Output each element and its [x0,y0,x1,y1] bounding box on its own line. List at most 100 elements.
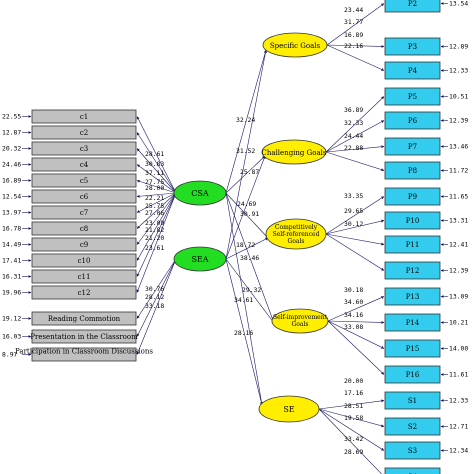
right-error-variance: 11.72 [449,167,468,175]
right-indicator-box [384,441,441,460]
left-error-variance: 17.41 [2,257,21,265]
loading-arrow [327,320,385,349]
right-loading-label: 33.35 [344,192,363,200]
left-loading-label: 30.83 [145,160,164,168]
right-indicator-box [384,137,441,156]
right-indicator-19: S412.23 [384,467,468,474]
latent-challenging-goals-ellipse [261,139,327,165]
loading-arrow [325,233,385,246]
right-indicator-box [384,261,441,280]
left-indicator-box [31,237,137,252]
right-loading-label: 28.69 [344,448,363,456]
right-loading-label: 30.18 [344,286,363,294]
right-error-variance: 10.51 [449,93,468,101]
loading-arrow [136,192,177,261]
latent-competitively-line1: Competitively [275,224,318,231]
right-loading-label: 22.16 [344,42,363,50]
loading-arrow [325,96,385,153]
right-indicator-label: P11 [406,241,420,249]
latent-csa-ellipse [173,180,227,206]
left-loading-label: 23.09 [145,219,164,227]
left-indicator-label: c9 [80,241,88,249]
loading-arrow [326,44,385,71]
left-indicator-label: Participation in Classroom Discussions [15,348,153,356]
coef-sea-se: 28.16 [234,329,253,337]
left-loading-label: 21.82 [145,226,164,234]
loading-arrow [136,132,177,194]
latent-sea-ellipse [173,246,227,272]
latent-se-label: SE [283,405,294,414]
latent-sea-label: SEA [191,255,208,264]
left-error-variance: 22.55 [2,113,21,121]
right-indicator-box [384,211,441,230]
path-arrows: 28.6130.8337.1127.7528.0022.2125.7527.06… [22,2,448,474]
left-error-variance: 14.49 [2,241,21,249]
right-indicator-label: P7 [408,143,417,151]
right-loading-label: 33.42 [344,435,363,443]
right-indicator-label: P3 [408,43,417,51]
right-indicator-label: P8 [408,167,417,175]
structural-arrow [225,49,267,194]
loading-arrow [136,192,177,213]
right-loading-label: 17.16 [344,389,363,397]
left-loading-label: 28.12 [145,293,164,301]
structural-coefficients: 32.24 31.52 25.87 24.69 30.91 18.72 38.4… [234,116,261,337]
loading-arrow [136,179,177,194]
left-indicator-9: c9 14.49 [2,237,137,252]
left-indicator-label: c4 [80,161,89,169]
loading-arrow [325,219,385,235]
left-indicator-box [31,141,137,156]
latent-specific-goals-label: Specific Goals [270,42,321,50]
left-error-variance: 8.97 [2,351,18,359]
coef-csa-specific: 32.24 [236,116,255,124]
latent-specific-goals-ellipse [262,32,328,58]
left-loading-label: 30.76 [145,285,164,293]
right-indicator-box [384,187,441,206]
right-loading-label: 28.51 [344,402,363,410]
left-indicator-label: c7 [80,209,88,217]
right-loading-label: 29.65 [344,207,363,215]
right-loading-label: 20.00 [344,377,363,385]
structural-arrow [225,192,275,324]
right-indicator-box [384,365,441,384]
right-indicator-box [384,467,441,474]
right-loading-label: 32.33 [344,119,363,127]
loading-arrow [327,296,385,322]
right-indicator-label: P14 [406,319,420,327]
right-indicator-7: P8 11.72 [384,161,468,180]
right-indicator-label: P5 [408,93,417,101]
right-indicator-label: S1 [408,397,417,405]
right-indicator-label: P10 [406,217,420,225]
left-indicator-label: Presentation in the Classroom [30,333,138,341]
right-error-variance: 12.33 [449,397,468,405]
right-indicator-label: P13 [406,293,420,301]
left-indicator-box [31,329,137,344]
left-indicator-box [31,347,137,362]
left-indicator-label: c8 [80,225,88,233]
left-loading-label: 27.06 [145,209,164,217]
latent-competitively-line2: Self-referenced [273,231,320,238]
structural-arrow [225,155,266,260]
loading-arrow [326,3,385,46]
loading-arrow [136,192,177,277]
left-indicator-box [31,189,137,204]
left-error-variance: 19.96 [2,289,21,297]
left-error-variance: 13.97 [2,209,21,217]
structural-arrow [225,258,263,406]
structural-arrow [225,155,266,194]
loading-arrow [325,120,385,153]
left-indicator-label: c1 [80,113,88,121]
latent-competitively-goals-ellipse [265,218,327,250]
right-error-variance: 12.39 [449,267,468,275]
left-indicator-box [31,173,137,188]
left-loading-label: 27.75 [145,178,164,186]
